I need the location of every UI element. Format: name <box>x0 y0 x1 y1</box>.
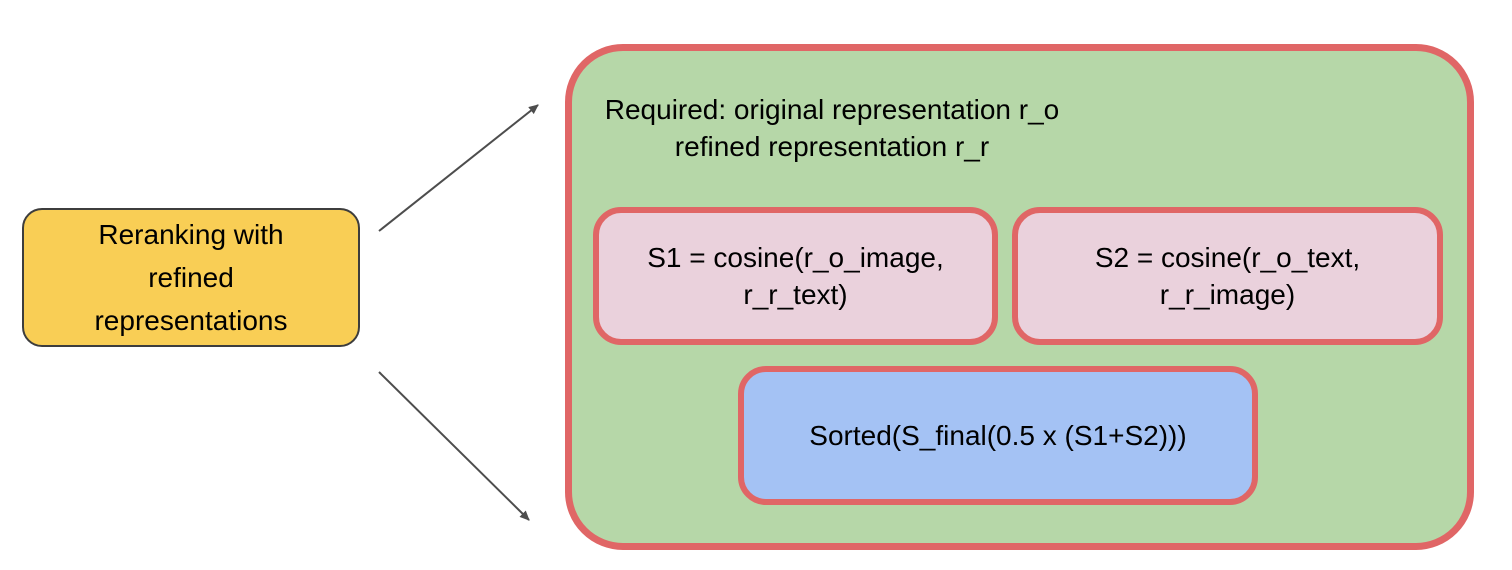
reranking-detail-container: Required: original representation r_o re… <box>565 44 1474 550</box>
requirements-line-2: refined representation r_r <box>674 131 990 162</box>
s2-score-line-1: S2 = cosine(r_o_text, <box>1094 242 1361 273</box>
s2-score-box: S2 = cosine(r_o_text, r_r_image) <box>1012 207 1443 345</box>
reranking-node: Reranking with refined representations <box>22 208 360 347</box>
reranking-node-line-3: representations <box>94 305 288 336</box>
requirements-text: Required: original representation r_o re… <box>592 91 1072 165</box>
s1-score-box: S1 = cosine(r_o_image, r_r_text) <box>593 207 998 345</box>
s2-score-line-2: r_r_image) <box>1159 279 1296 310</box>
reranking-node-line-2: refined <box>148 262 234 293</box>
arrow-to-container-icon <box>378 104 539 232</box>
requirements-line-1: Required: original representation r_o <box>604 94 1060 125</box>
s1-score-line-2: r_r_text) <box>743 279 848 310</box>
sorted-result-box: Sorted(S_final(0.5 x (S1+S2))) <box>738 366 1258 505</box>
reranking-node-line-1: Reranking with <box>98 219 284 250</box>
s1-score-line-1: S1 = cosine(r_o_image, <box>647 242 944 273</box>
sorted-result-label: Sorted(S_final(0.5 x (S1+S2))) <box>809 420 1187 451</box>
arrow-downward-icon <box>378 371 530 521</box>
